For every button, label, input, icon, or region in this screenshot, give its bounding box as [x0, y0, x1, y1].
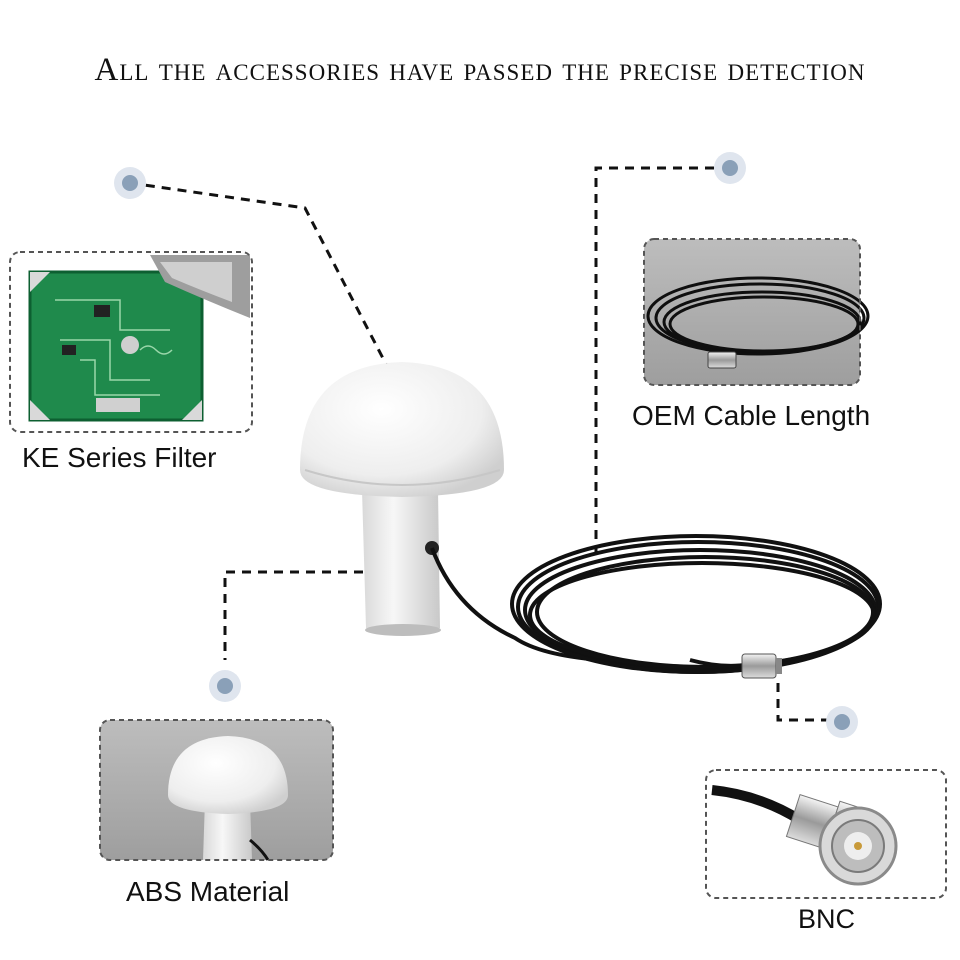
label-bnc: BNC — [798, 904, 856, 934]
material-photo — [99, 719, 334, 861]
leader-lines — [129, 166, 830, 722]
antenna-main — [300, 362, 504, 636]
leader-bnc — [776, 683, 830, 722]
marker-filter — [114, 167, 146, 199]
leader-filter — [129, 181, 417, 421]
marker-material — [209, 670, 241, 702]
cable-coil — [430, 534, 882, 674]
label-cable-length: OEM Cable Length — [632, 400, 871, 431]
label-material: ABS Material — [126, 876, 290, 907]
antenna-dome — [300, 362, 504, 497]
callout-markers — [114, 152, 858, 738]
leader-cable — [594, 166, 730, 555]
page-headline: All the accessories have passed the prec… — [94, 52, 866, 88]
filter-photo — [9, 251, 253, 433]
marker-bnc — [826, 706, 858, 738]
leader-material — [223, 570, 363, 660]
bnc-photo — [705, 769, 947, 899]
cable-bnc-plug — [741, 653, 782, 679]
label-filter: KE Series Filter — [22, 442, 217, 473]
cable-photo — [643, 238, 870, 386]
antenna-stem — [362, 490, 440, 634]
marker-cable — [714, 152, 746, 184]
